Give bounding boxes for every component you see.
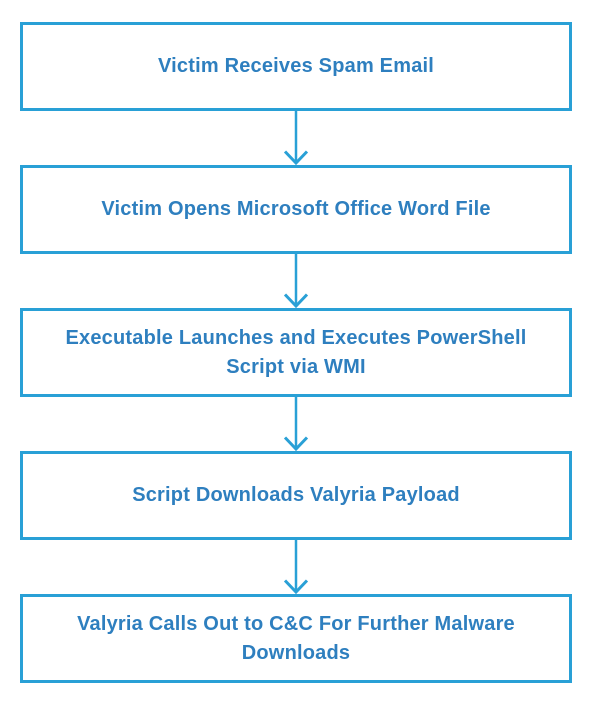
arrow-down-icon xyxy=(283,111,309,165)
flowchart: Victim Receives Spam Email Victim Opens … xyxy=(20,0,572,683)
flow-step-5: Valyria Calls Out to C&C For Further Mal… xyxy=(20,594,572,683)
flow-step-4: Script Downloads Valyria Payload xyxy=(20,451,572,540)
arrow-down-icon xyxy=(283,540,309,594)
flow-step-label: Executable Launches and Executes PowerSh… xyxy=(65,326,527,378)
flow-step-label: Valyria Calls Out to C&C For Further Mal… xyxy=(77,612,515,664)
flow-step-1: Victim Receives Spam Email xyxy=(20,22,572,111)
flow-step-label: Script Downloads Valyria Payload xyxy=(132,484,460,506)
flow-step-label: Victim Receives Spam Email xyxy=(157,55,435,77)
flow-step-2: Victim Opens Microsoft Office Word File xyxy=(20,165,572,254)
flow-step-label: Victim Opens Microsoft Office Word File xyxy=(101,198,491,220)
arrow-down-icon xyxy=(283,397,309,451)
arrow-down-icon xyxy=(283,254,309,308)
flow-step-3: Executable Launches and Executes PowerSh… xyxy=(20,308,572,397)
